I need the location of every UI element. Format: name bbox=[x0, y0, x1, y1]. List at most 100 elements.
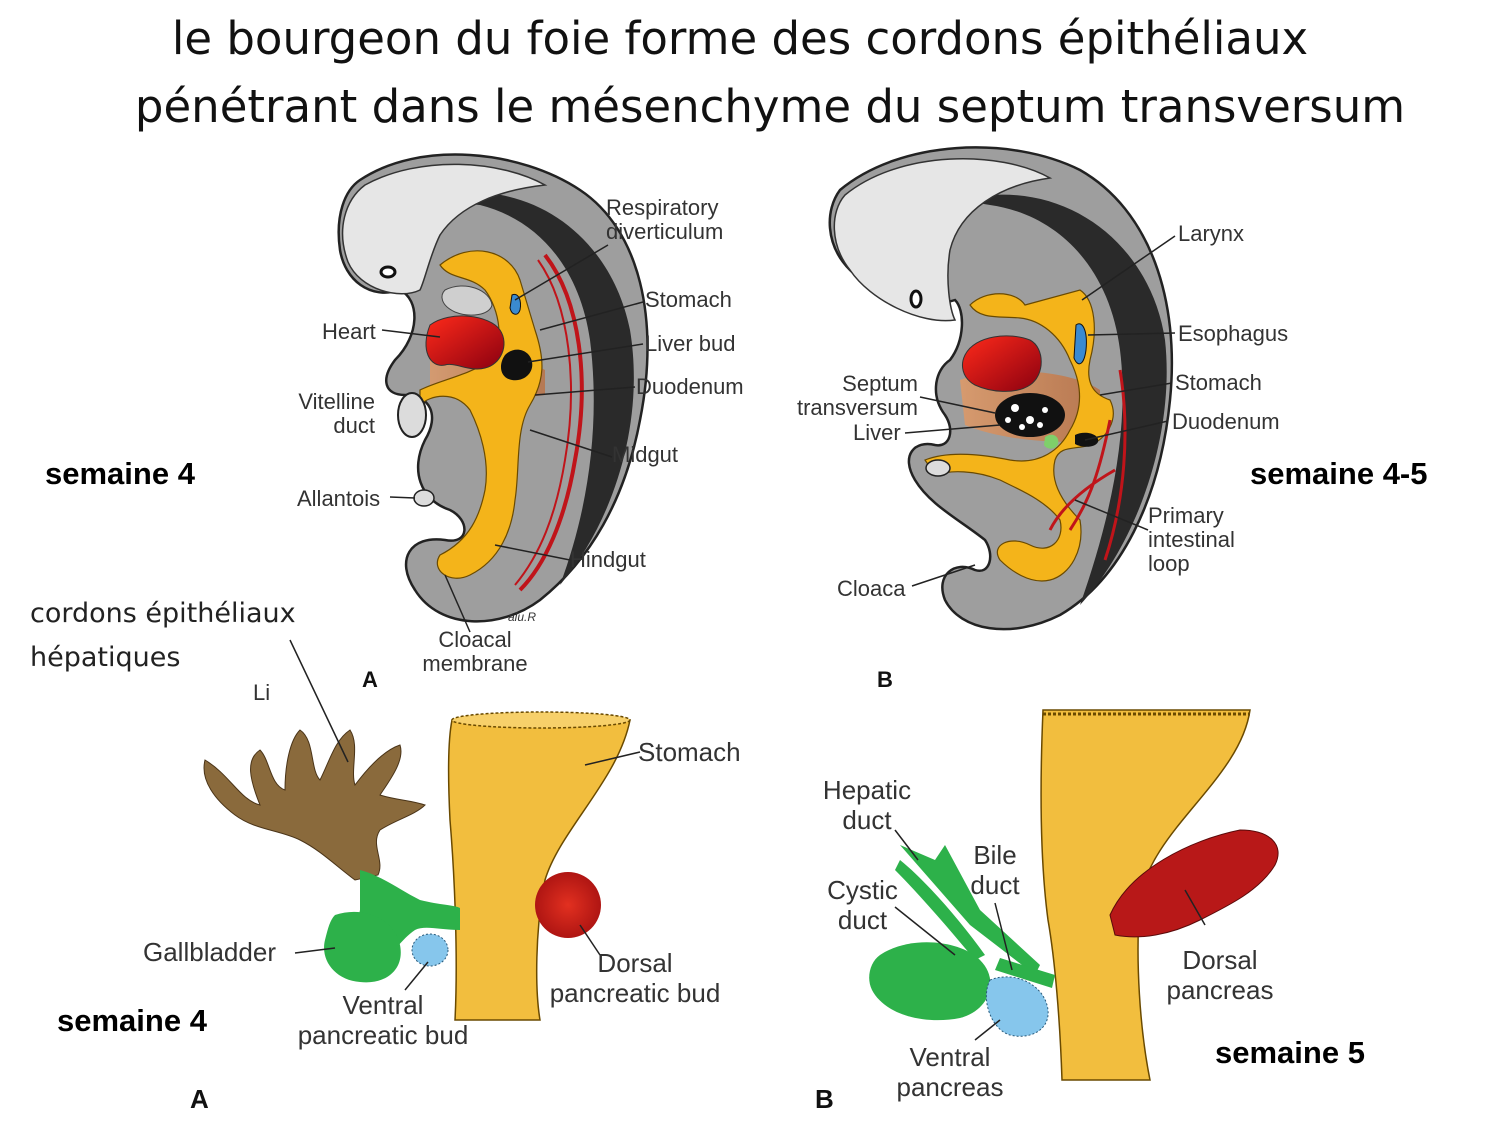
label-midgut: Midgut bbox=[612, 442, 679, 467]
label-septum-transversum: Septum transversum bbox=[780, 372, 918, 420]
ventral-pancreas-d bbox=[985, 976, 1049, 1037]
label-primary-intestinal-loop: Primary intestinal loop bbox=[1148, 504, 1235, 576]
resp-div-a bbox=[509, 293, 521, 315]
gallbladder-b bbox=[1044, 434, 1059, 449]
heart-b bbox=[962, 335, 1042, 392]
label-cloaca: Cloaca bbox=[837, 576, 906, 601]
slide-title-line-2: pénétrant dans le mésenchyme du septum t… bbox=[134, 80, 1406, 133]
panel-letter-bottom-b: B bbox=[815, 1084, 834, 1114]
label-duodenum-a: Duodenum bbox=[636, 374, 744, 399]
leaders-c bbox=[289, 639, 641, 991]
label-cystic-line-2: duct bbox=[837, 905, 888, 935]
liver-duct-diagram-week-5 bbox=[869, 709, 1279, 1081]
aorta-a-2 bbox=[514, 259, 572, 586]
dorsal-pancreas-d bbox=[1109, 829, 1279, 938]
label-allantois: Allantois bbox=[297, 486, 381, 511]
label-vitelline-duct: Vitelline duct bbox=[290, 390, 375, 438]
week-label-bottom-left: semaine 4 bbox=[57, 1003, 207, 1038]
label-hepatic-line-1: Hepatic bbox=[822, 775, 912, 805]
label-liver: Liver bbox=[853, 420, 901, 445]
embryo-head-light bbox=[341, 163, 548, 295]
label-gallbladder: Gallbladder bbox=[143, 937, 276, 967]
embryo-week-4-5 bbox=[828, 146, 1174, 631]
leaders-d bbox=[894, 829, 1206, 1041]
label-stomach-b: Stomach bbox=[1175, 370, 1262, 395]
label-septum-line-2: transversum bbox=[796, 395, 918, 420]
slide-title-line-1: le bourgeon du foie forme des cordons ép… bbox=[171, 12, 1309, 65]
eye-a bbox=[379, 265, 397, 279]
embryo-neural-dark-b bbox=[960, 194, 1167, 606]
esophagus-b bbox=[1073, 323, 1087, 365]
label-bile-duct: Bile duct bbox=[960, 840, 1030, 900]
label-respiratory-diverticulum: Respiratory diverticulum bbox=[606, 196, 723, 244]
label-vitelline-line-1: Vitelline bbox=[298, 389, 375, 414]
panel-letter-top-a: A bbox=[362, 667, 378, 692]
annotation-line-1: cordons épithéliaux bbox=[30, 598, 296, 629]
annotation-hepatic-cords: cordons épithéliaux hépatiques bbox=[30, 592, 296, 680]
label-liver-bud: Liver bud bbox=[645, 331, 736, 356]
liver-b bbox=[995, 393, 1065, 437]
pericardial-a bbox=[441, 285, 493, 316]
label-cloacal-membrane: Cloacal membrane bbox=[410, 628, 540, 676]
panel-letter-bottom-a: A bbox=[190, 1084, 209, 1114]
label-duodenum-b: Duodenum bbox=[1172, 409, 1280, 434]
label-hepatic-line-2: duct bbox=[842, 805, 892, 835]
label-ventral-pancreatic-bud: Ventral pancreatic bud bbox=[286, 990, 480, 1050]
bile-duct-d bbox=[995, 958, 1055, 988]
cloaca-b bbox=[925, 459, 951, 477]
gallbladder-c bbox=[324, 911, 401, 983]
week-label-top-left: semaine 4 bbox=[45, 456, 195, 491]
label-dorsal-bud-line-1: Dorsal bbox=[597, 948, 673, 978]
leaders-b bbox=[904, 235, 1176, 587]
stomach-tube-d bbox=[1040, 709, 1251, 1081]
leaders-a bbox=[381, 244, 644, 633]
label-cystic-duct: Cystic duct bbox=[815, 875, 910, 935]
label-dorsal-pancreatic-bud: Dorsal pancreatic bud bbox=[538, 948, 732, 1008]
label-stomach-a: Stomach bbox=[645, 287, 732, 312]
label-bile-line-2: duct bbox=[970, 870, 1020, 900]
vitelline-duct-a bbox=[397, 392, 427, 438]
dorsal-pancreatic-bud-c bbox=[535, 872, 601, 938]
label-septum-line-1: Septum bbox=[842, 371, 918, 396]
label-dorsal-bud-line-2: pancreatic bud bbox=[549, 978, 721, 1008]
aorta-a bbox=[518, 253, 584, 592]
label-dorsal-pancreas-line-1: Dorsal bbox=[1182, 945, 1258, 975]
week-label-bottom-right: semaine 5 bbox=[1215, 1035, 1365, 1070]
label-respiratory-line-2: diverticulum bbox=[606, 219, 724, 244]
stomach-opening-c bbox=[451, 711, 631, 729]
embryo-week-4 bbox=[337, 153, 649, 623]
label-dorsal-pancreas-line-2: pancreas bbox=[1166, 975, 1274, 1005]
allantois-a bbox=[413, 489, 435, 507]
ventral-pancreatic-bud-c bbox=[411, 933, 449, 967]
liver-bud-diagram-week-4 bbox=[203, 711, 631, 1021]
label-cloacal-line-1: Cloacal bbox=[438, 627, 512, 652]
panel-letter-top-b: B bbox=[877, 667, 893, 692]
label-li: Li bbox=[253, 680, 271, 705]
label-dorsal-pancreas: Dorsal pancreas bbox=[1155, 945, 1285, 1005]
label-heart: Heart bbox=[322, 319, 376, 344]
label-primary-line-2: intestinal bbox=[1148, 527, 1235, 552]
embryo-head-b bbox=[833, 158, 1053, 322]
label-esophagus: Esophagus bbox=[1178, 321, 1289, 346]
label-ventral-bud-line-2: pancreatic bud bbox=[297, 1020, 469, 1050]
label-primary-line-1: Primary bbox=[1148, 503, 1224, 528]
label-bile-line-1: Bile bbox=[973, 840, 1017, 870]
cystic-duct-d bbox=[895, 860, 985, 960]
embryo-neural-tube-dark bbox=[420, 192, 634, 585]
label-primary-line-3: loop bbox=[1148, 551, 1190, 576]
week-label-top-right: semaine 4-5 bbox=[1250, 456, 1428, 491]
liver-bud-a bbox=[500, 349, 533, 381]
label-cloacal-line-2: membrane bbox=[422, 651, 528, 676]
label-hindgut: Hindgut bbox=[570, 547, 646, 572]
label-larynx: Larynx bbox=[1178, 221, 1245, 246]
liver-cords-c bbox=[203, 729, 426, 881]
label-respiratory-line-1: Respiratory bbox=[606, 195, 719, 220]
label-vitelline-line-2: duct bbox=[333, 413, 375, 438]
gallbladder-d bbox=[869, 942, 991, 1021]
label-cystic-line-1: Cystic bbox=[827, 875, 898, 905]
label-ventral-pancreas: Ventral pancreas bbox=[885, 1042, 1015, 1102]
label-ventral-bud-line-1: Ventral bbox=[342, 990, 424, 1020]
heart-a bbox=[425, 315, 505, 370]
eye-b bbox=[909, 289, 923, 309]
